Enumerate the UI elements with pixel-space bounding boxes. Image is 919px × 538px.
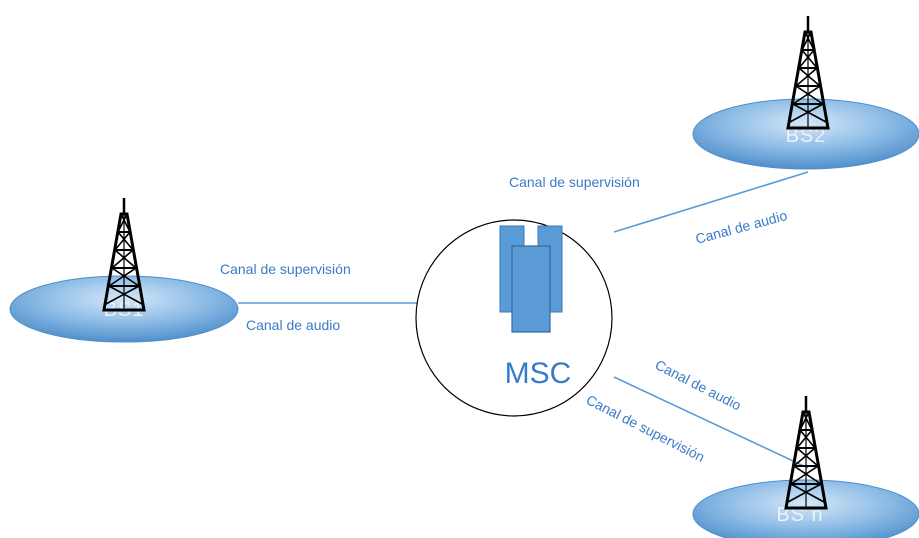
bs1-supervision-label: Canal de supervisión <box>220 261 351 277</box>
bsn-supervision-label: Canal de supervisión <box>584 391 708 465</box>
base-station-bsn: BS n <box>692 394 919 538</box>
base-station-bs1: BS1 <box>9 196 239 343</box>
link-msc-bs2 <box>613 171 809 233</box>
bs2-disc <box>692 98 919 170</box>
msc-label: MSC <box>505 357 572 390</box>
bs2-label: BS2 <box>786 125 827 147</box>
bsn-label: BS n <box>776 504 823 526</box>
server-icon <box>499 225 563 333</box>
bs2-audio-label: Canal de audio <box>694 207 789 247</box>
bs2-supervision-label: Canal de supervisión <box>509 174 640 190</box>
msc-node: MSC <box>415 219 613 417</box>
bs1-audio-label: Canal de audio <box>246 317 340 333</box>
base-station-bs2: BS2 <box>692 14 919 170</box>
link-msc-bsn <box>613 376 809 469</box>
bsn-audio-label: Canal de audio <box>653 356 744 413</box>
